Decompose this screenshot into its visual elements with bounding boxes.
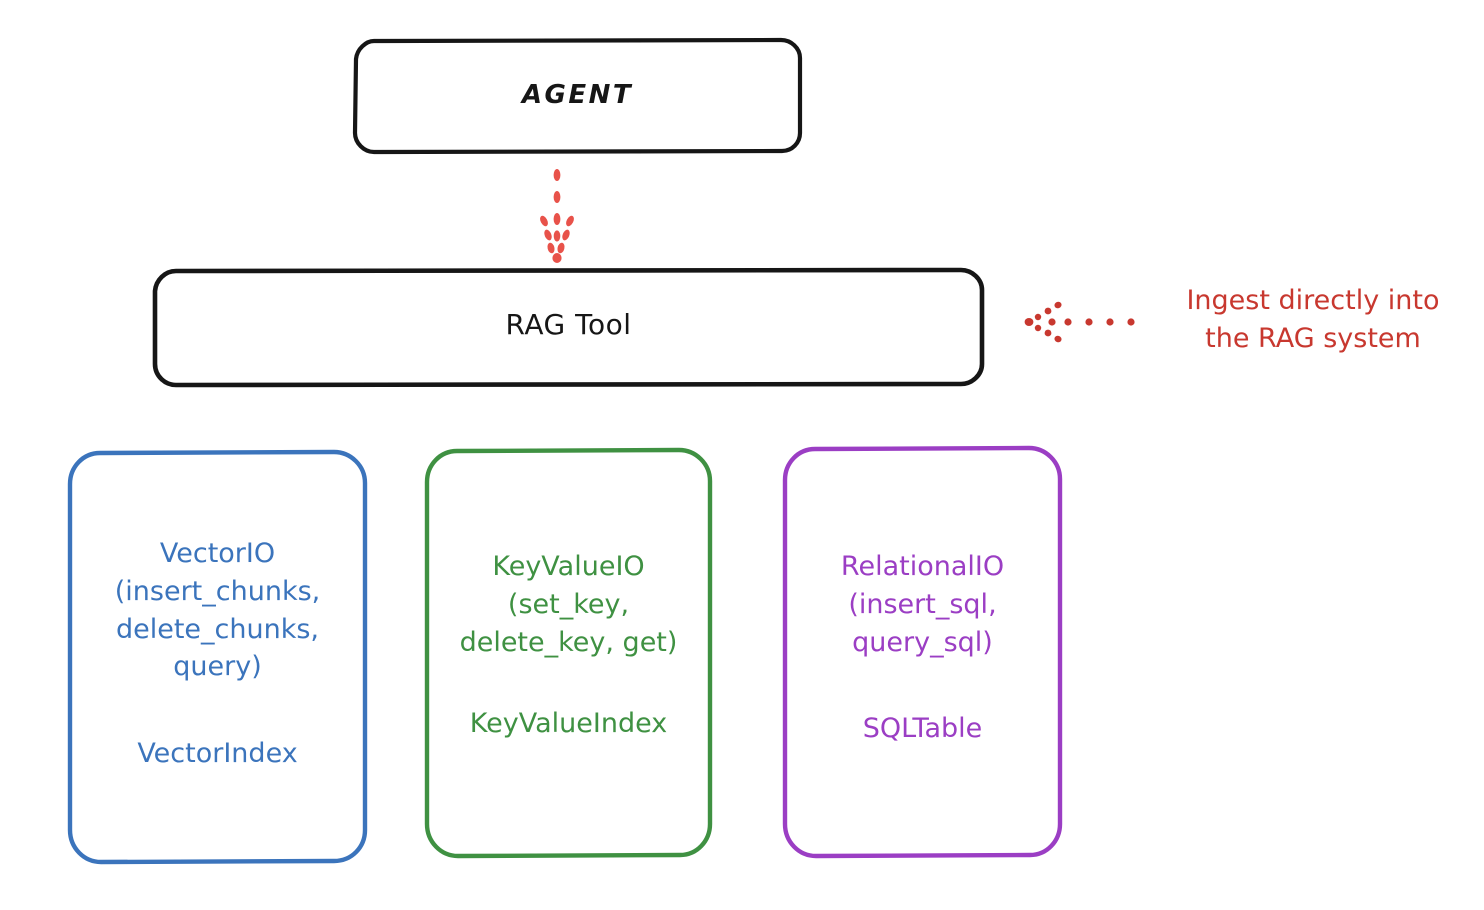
agent-to-rag-connector [540, 169, 574, 263]
key-value-io-node[interactable] [424, 447, 713, 859]
agent-box-outline [352, 37, 803, 155]
rag-tool-node[interactable] [152, 267, 985, 388]
rag-tool-box-outline [152, 267, 985, 388]
vector-io-box-outline [67, 449, 368, 865]
relational-io-node[interactable] [782, 445, 1063, 859]
agent-node[interactable] [352, 37, 803, 155]
ingest-arrow-connector [1024, 301, 1135, 343]
vector-io-node[interactable] [67, 449, 368, 865]
relational-io-box-outline [782, 445, 1063, 859]
key-value-io-box-outline [424, 447, 713, 859]
